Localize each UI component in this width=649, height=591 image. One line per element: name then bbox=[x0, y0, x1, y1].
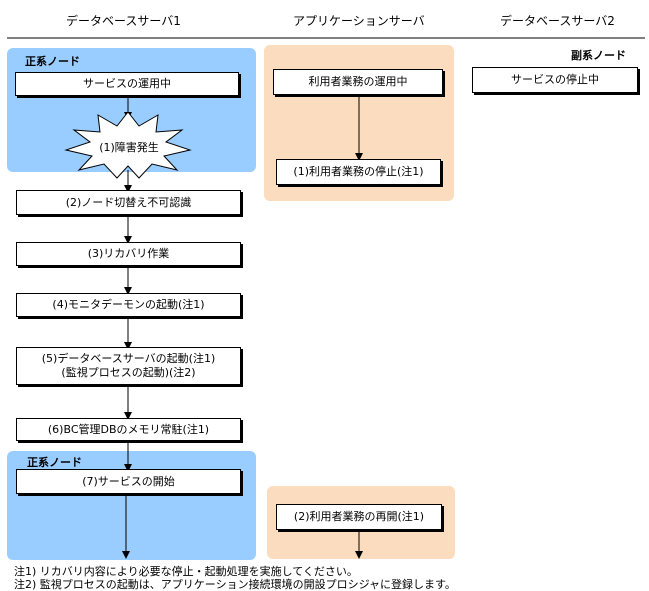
failure-label: (1)障害発生 bbox=[99, 141, 159, 154]
step-db-start-line1: (5)データベースサーバの起動(注1) bbox=[41, 352, 216, 365]
note-2: 注2) 監視プロセスの起動は、アプリケーション接続環境の開設プロシジャに登録しま… bbox=[14, 578, 456, 591]
step-monitor-daemon: (4)モニタデーモンの起動(注1) bbox=[16, 293, 241, 317]
primary-node-label-top: 正系ノード bbox=[25, 55, 80, 68]
column-title-db1: データベースサーバ1 bbox=[66, 14, 181, 28]
step-business-running: 利用者業務の運用中 bbox=[273, 69, 443, 95]
step-bc-memory: (6)BC管理DBのメモリ常駐(注1) bbox=[16, 418, 241, 441]
secondary-node-label: 副系ノード bbox=[571, 49, 626, 62]
failure-starburst bbox=[64, 111, 192, 179]
column-title-db2: データベースサーバ2 bbox=[500, 14, 615, 28]
step-db-start-line2: (監視プロセスの起動)(注2) bbox=[61, 366, 196, 379]
step-business-resume: (2)利用者業務の再開(注1) bbox=[276, 504, 442, 530]
step-recovery: (3)リカバリ作業 bbox=[16, 242, 241, 266]
step-db-start: (5)データベースサーバの起動(注1) (監視プロセスの起動)(注2) bbox=[16, 347, 241, 385]
note-1: 注1) リカバリ内容により必要な停止・起動処理を実施してください。 bbox=[14, 565, 358, 578]
column-title-app: アプリケーションサーバ bbox=[293, 14, 425, 28]
step-service-start: (7)サービスの開始 bbox=[16, 469, 241, 494]
primary-node-label-bottom: 正系ノード bbox=[27, 456, 82, 469]
step-service-running: サービスの運用中 bbox=[15, 72, 239, 96]
step-business-stop: (1)利用者業務の停止(注1) bbox=[276, 159, 441, 185]
step-service-stopped: サービスの停止中 bbox=[472, 67, 638, 93]
step-switch-fail: (2)ノード切替え不可認識 bbox=[16, 190, 241, 215]
